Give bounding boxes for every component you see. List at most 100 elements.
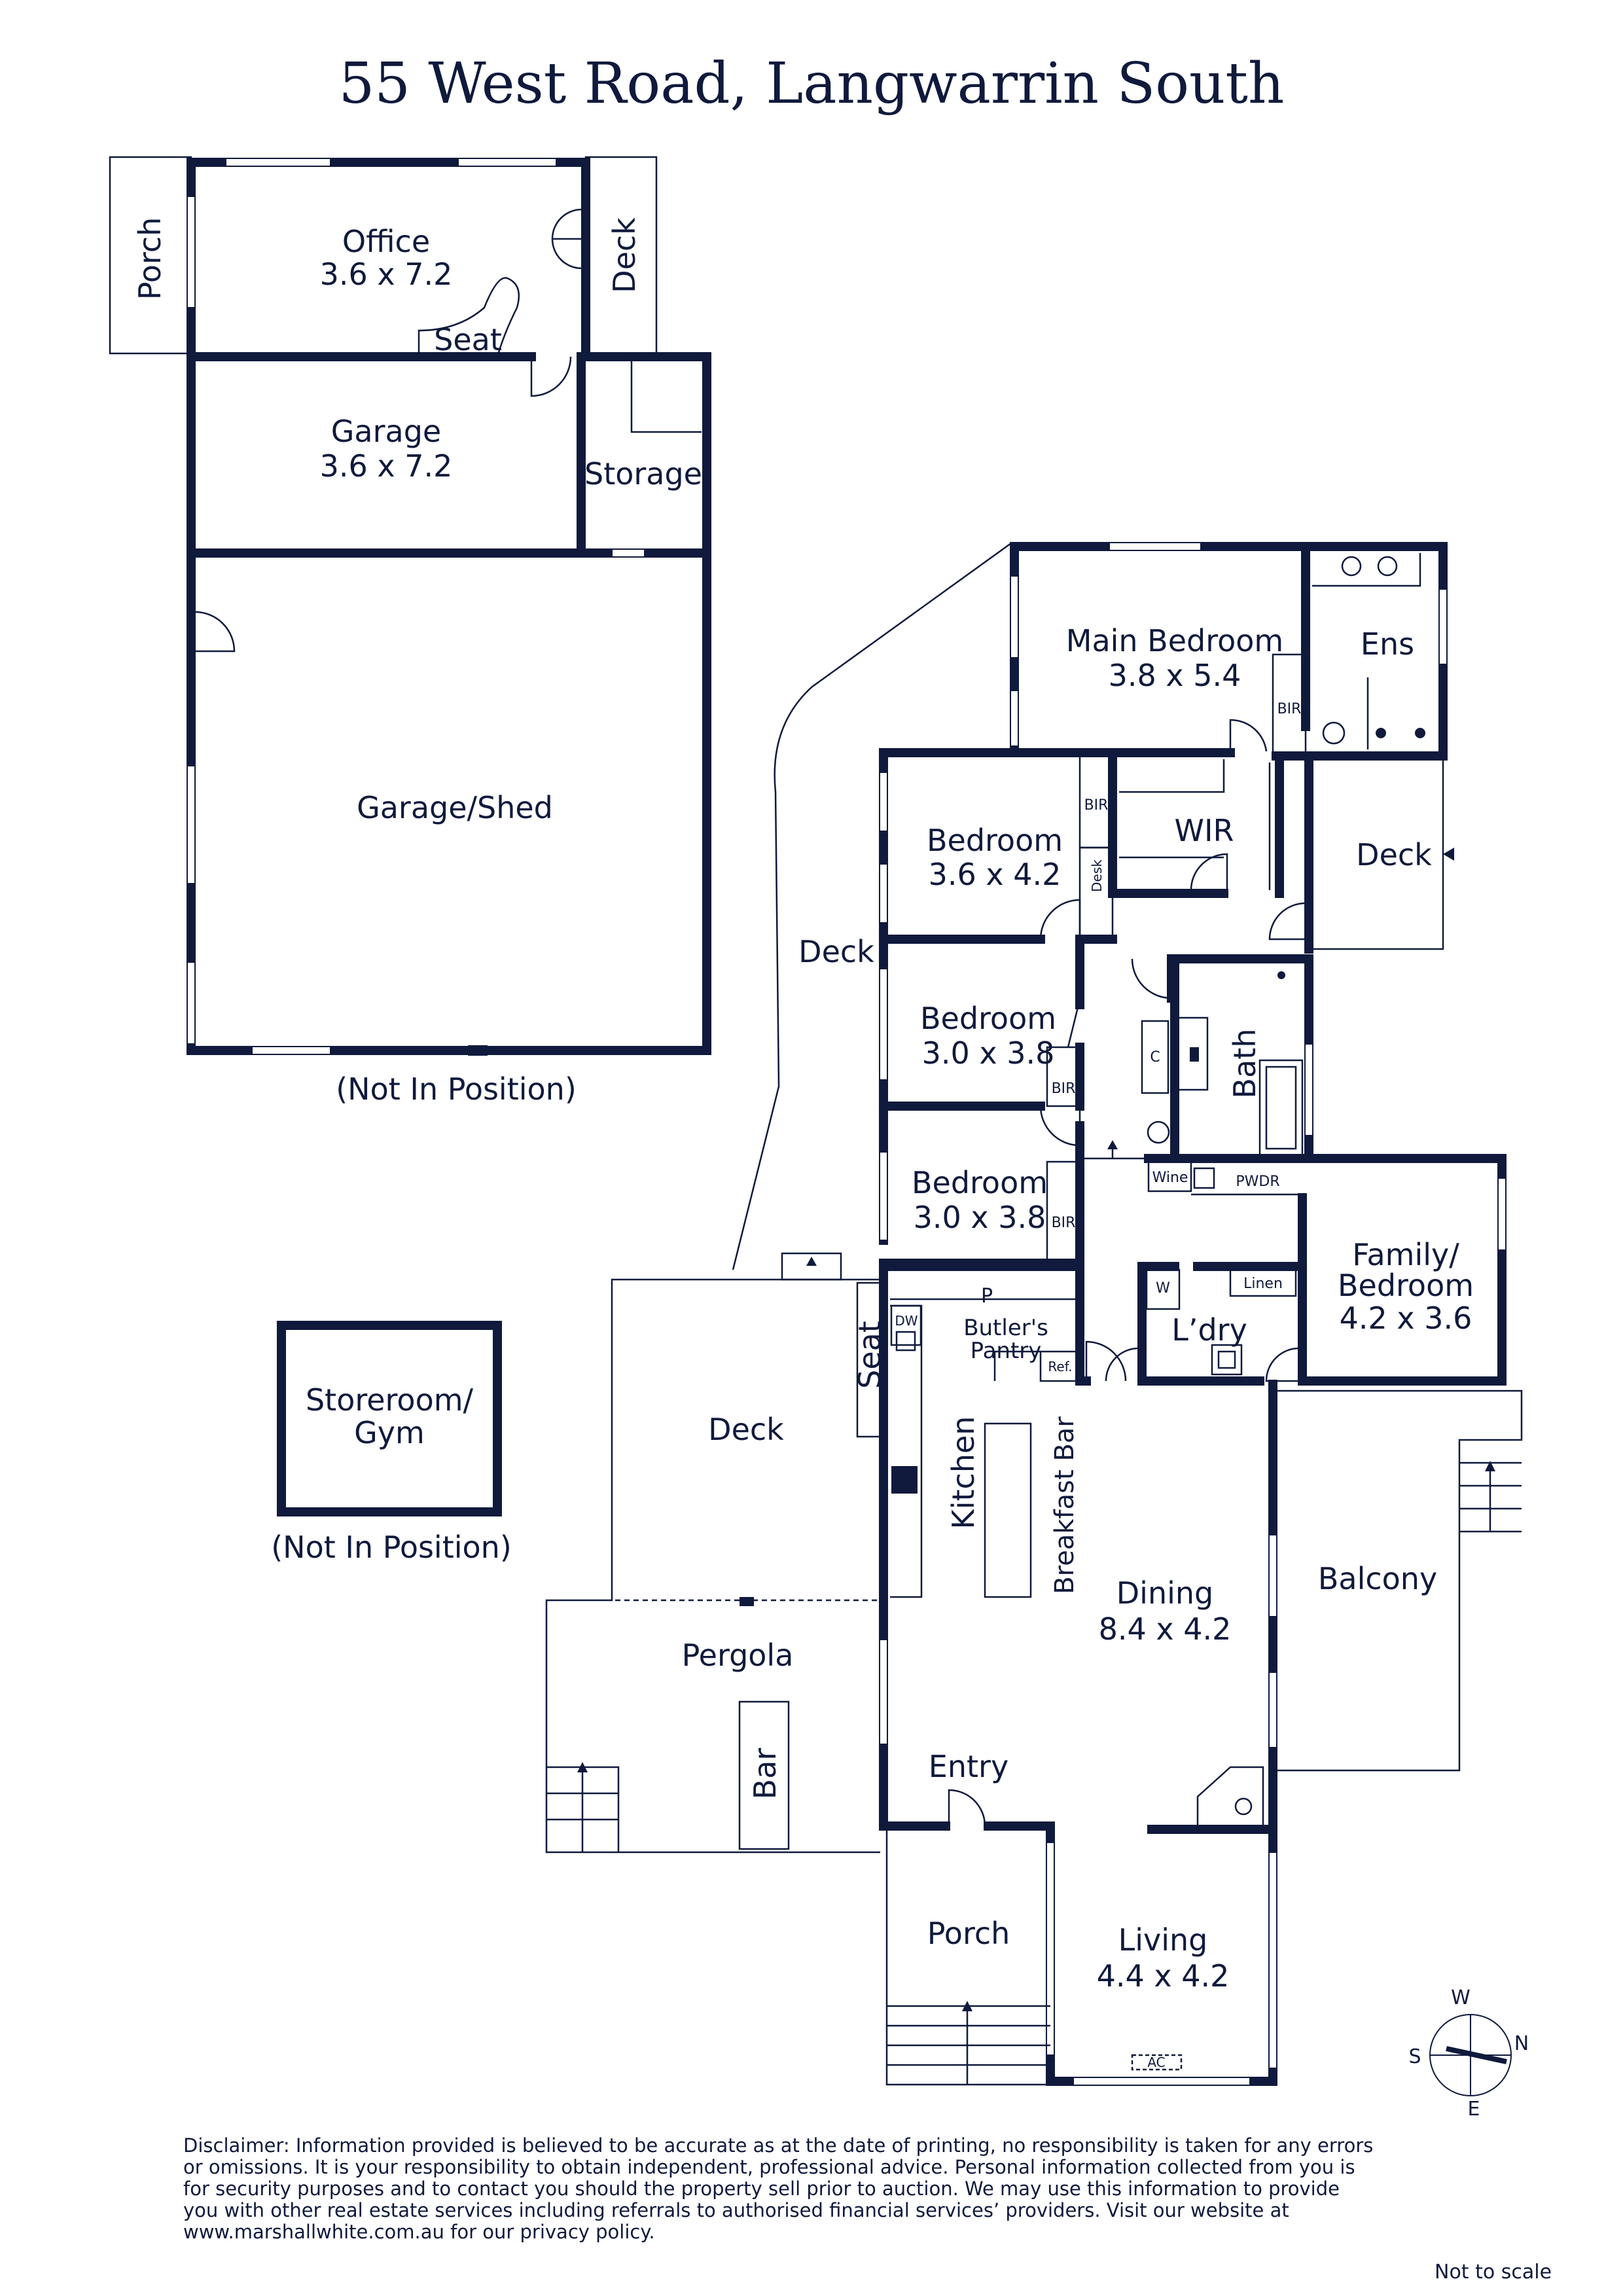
label-living: Living (1118, 1922, 1208, 1958)
bar-counter (738, 1700, 790, 1850)
laundry-door-2 (1105, 1347, 1139, 1382)
label-main-bedroom-size: 3.8 x 5.4 (1109, 658, 1241, 693)
bedroom2-window (879, 968, 888, 1081)
pantry-bench (993, 1350, 1041, 1381)
breakfast-bar-island (984, 1422, 1032, 1598)
label-garage-shed: Garage/Shed (357, 790, 553, 825)
side-deck-outline-path (732, 542, 1012, 1270)
label-not-in-position-2: (Not In Position) (271, 1530, 512, 1565)
label-deck-right: Deck (1356, 837, 1432, 872)
balcony-steps (1459, 1462, 1522, 1533)
label-storage: Storage (584, 456, 702, 492)
deck-seat (856, 1282, 885, 1438)
label-main-bedroom: Main Bedroom (1066, 623, 1284, 658)
label-dining: Dining (1116, 1575, 1214, 1611)
laundry-trough (1211, 1344, 1243, 1376)
storage-cupboard (630, 361, 702, 433)
balcony-outline (1276, 1390, 1523, 1772)
label-ens: Ens (1361, 626, 1414, 662)
wir-door (1190, 853, 1228, 891)
compass-e: E (1468, 2098, 1480, 2121)
ensuite-shower-rose-1 (1376, 728, 1386, 738)
main-bedroom-door (1229, 719, 1268, 752)
label-bar: Bar (747, 1748, 783, 1800)
label-bedroom3-size: 3.0 x 3.8 (914, 1200, 1046, 1235)
main-house (545, 542, 1523, 2086)
ensuite-basin-1 (1341, 556, 1362, 577)
office-door (530, 356, 572, 397)
pantry-door (1085, 1340, 1127, 1382)
label-bedroom2: Bedroom (920, 1001, 1056, 1036)
label-kitchen: Kitchen (946, 1416, 981, 1530)
shed-window-bottom (251, 1046, 331, 1055)
label-office-size: 3.6 x 7.2 (320, 257, 453, 292)
label-family-bedroom: Bedroom (1338, 1268, 1474, 1303)
label-bir-b2: BIR (1052, 1081, 1076, 1097)
label-bath: Bath (1227, 1029, 1262, 1099)
main-bedroom-window-left (1010, 575, 1019, 658)
shed-window-left-2 (187, 961, 196, 1045)
label-bedroom2-size: 3.0 x 3.8 (922, 1035, 1055, 1071)
bath-window (1304, 1043, 1313, 1136)
label-bedroom3: Bedroom (912, 1165, 1048, 1200)
office-seat (418, 277, 520, 357)
bath-vanity (1178, 1016, 1209, 1091)
deck-right-arrow (1443, 848, 1454, 861)
label-butlers: Butler's (963, 1315, 1048, 1341)
compass-w: W (1451, 1986, 1471, 2009)
pergola-arrow (577, 1762, 588, 1772)
label-pwdr: PWDR (1236, 1174, 1279, 1190)
label-deck-top: Deck (607, 217, 642, 293)
label-garage: Garage (331, 414, 441, 449)
wine-outline (1147, 1160, 1192, 1193)
label-bir-main: BIR (1277, 701, 1302, 717)
label-storeroom: Storeroom/ (306, 1382, 474, 1418)
fireplace-logo (1234, 1797, 1253, 1816)
ac-unit (1131, 2054, 1183, 2071)
pantry-ref (1039, 1350, 1081, 1382)
pwdr-basin (1193, 1167, 1215, 1189)
kitchen-bench (890, 1304, 923, 1598)
label-family-size: 4.2 x 3.6 (1340, 1300, 1472, 1336)
label-not-in-position-1: (Not In Position) (336, 1071, 577, 1107)
porch-arrow (962, 2001, 972, 2011)
ensuite-window (1438, 588, 1448, 665)
laundry-walls (1137, 1262, 1307, 1386)
label-desk: Desk (1089, 859, 1105, 892)
storeroom (277, 1321, 502, 1516)
label-entry: Entry (929, 1749, 1008, 1784)
desk-outline (1079, 846, 1114, 937)
ensuite-shower-rose-2 (1415, 728, 1425, 738)
fireplace (1196, 1766, 1264, 1827)
deck-main-outline (545, 1278, 880, 1854)
kitchen-cooktop (891, 1466, 918, 1494)
compass: W S N E (1408, 1986, 1529, 2121)
compass-needle-icon (1446, 2046, 1507, 2064)
dining-window-right (1268, 1534, 1277, 1617)
entry-window-left (879, 1639, 888, 1745)
deck-step-top (781, 1252, 842, 1281)
label-seat-office: Seat (434, 322, 502, 357)
balcony-arrow (1485, 1461, 1495, 1471)
page-title: 55 West Road, Langwarrin South (338, 51, 1285, 117)
storeroom-walls (277, 1321, 502, 1516)
label-living-size: 4.4 x 4.2 (1097, 1958, 1230, 1994)
compass-n: N (1514, 2032, 1529, 2055)
office-window-2 (457, 158, 557, 167)
label-bedroom1: Bedroom (927, 823, 1063, 858)
main-bedroom-window-left-2 (1010, 690, 1019, 747)
pergola-steps (546, 1766, 620, 1852)
office-window-3 (187, 196, 196, 308)
pantry-sink (895, 1331, 916, 1352)
bir-b2-outline (1046, 1046, 1081, 1107)
label-family: Family/ (1352, 1237, 1459, 1272)
shed-window-left-1 (187, 765, 196, 884)
porch-steps (887, 2005, 1050, 2085)
laundry-door (1265, 1347, 1300, 1382)
label-ac: AC (1147, 2054, 1165, 2070)
label-breakfast-bar: Breakfast Bar (1050, 1416, 1080, 1594)
bath-cupboard (1141, 1020, 1169, 1094)
hallway-arrow (1107, 1140, 1118, 1149)
label-porch-bottom: Porch (927, 1916, 1010, 1951)
label-ref: Ref. (1048, 1359, 1072, 1374)
